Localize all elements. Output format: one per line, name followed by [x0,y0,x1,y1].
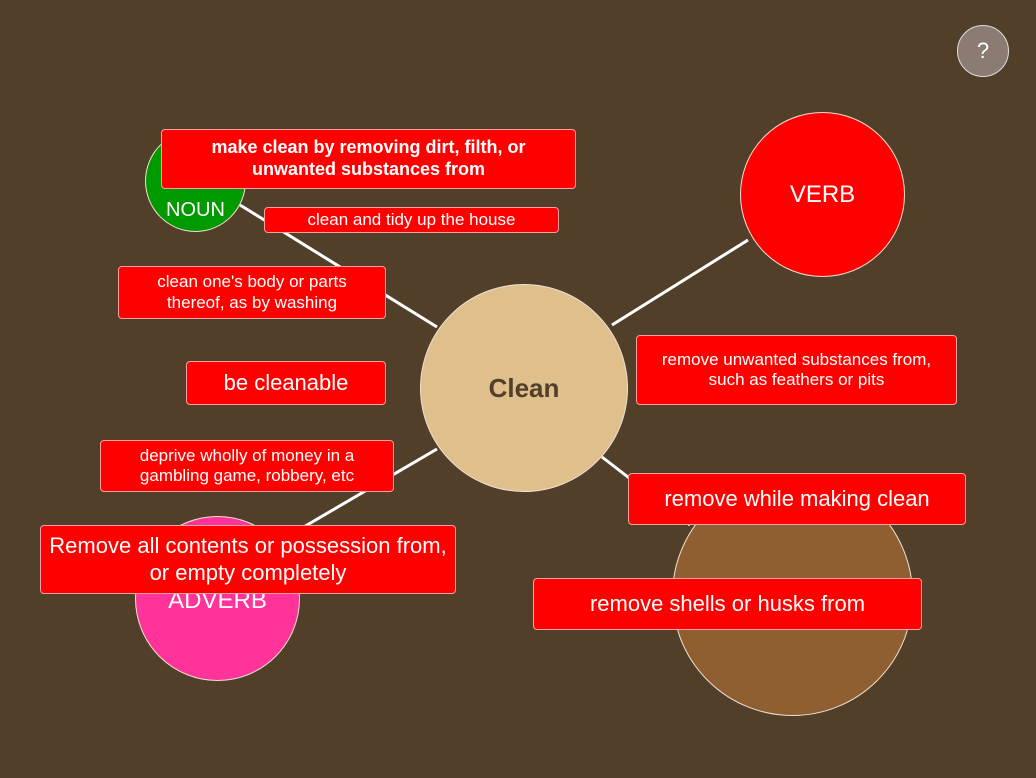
verb-label: VERB [789,180,856,208]
definition-box[interactable]: remove while making clean [628,473,966,525]
center-node[interactable]: Clean [420,284,628,492]
definition-box[interactable]: make clean by removing dirt, filth, or u… [161,129,576,189]
verb-node[interactable]: VERB [740,112,905,277]
line-to-verb [611,238,749,327]
definition-box[interactable]: clean one's body or parts thereof, as by… [118,266,386,319]
definition-box[interactable]: deprive wholly of money in a gambling ga… [100,440,394,492]
line-to-adverb [289,447,438,537]
definition-box[interactable]: Remove all contents or possession from, … [40,525,456,594]
definition-box[interactable]: be cleanable [186,361,386,405]
definition-box[interactable]: remove shells or husks from [533,578,922,630]
definition-box[interactable]: remove unwanted substances from, such as… [636,335,957,405]
noun-label: NOUN [166,199,225,221]
center-label: Clean [488,372,560,403]
definition-box[interactable]: clean and tidy up the house [264,207,559,233]
help-button[interactable]: ? [957,25,1009,77]
question-mark-icon: ? [976,38,990,63]
